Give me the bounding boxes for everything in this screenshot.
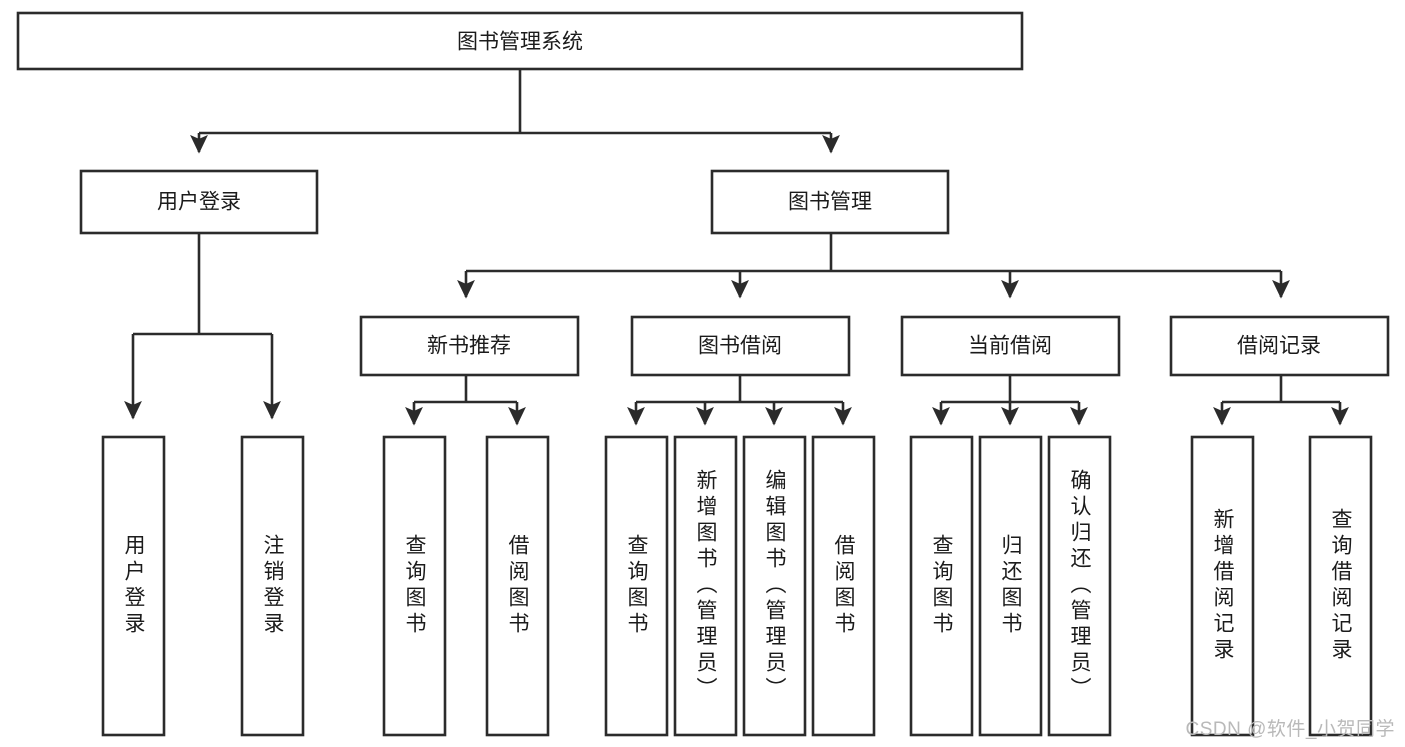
node-leaf-user-logout[interactable] <box>240 435 305 737</box>
connector-current-borrow-to-leaves <box>932 375 1088 426</box>
node-root-system-label: 图书管理系统 <box>457 31 583 54</box>
node-current-borrow[interactable]: 当前借阅 <box>900 315 1121 377</box>
node-book-borrow[interactable]: 图书借阅 <box>630 315 851 377</box>
node-leaf-add-book[interactable] <box>673 435 738 737</box>
node-leaf-borrow-book-1[interactable] <box>485 435 550 737</box>
node-user-login[interactable]: 用户登录 <box>79 169 319 235</box>
connector-book-management-to-level3 <box>457 233 1290 299</box>
node-borrow-record-label: 借阅记录 <box>1237 335 1321 358</box>
node-leaf-user-login[interactable] <box>101 435 166 737</box>
connector-user-login-to-leaves <box>124 233 281 420</box>
node-leaf-query-book-1[interactable] <box>382 435 447 737</box>
node-borrow-record[interactable]: 借阅记录 <box>1169 315 1390 377</box>
connector-borrow-record-to-leaves <box>1213 375 1349 426</box>
node-book-management[interactable]: 图书管理 <box>710 169 950 235</box>
leaf-boxes <box>101 435 1373 737</box>
node-leaf-add-record[interactable] <box>1190 435 1255 737</box>
node-leaf-query-book-3[interactable] <box>909 435 974 737</box>
node-leaf-query-record[interactable] <box>1308 435 1373 737</box>
node-root-system[interactable]: 图书管理系统 <box>16 11 1024 71</box>
connector-book-borrow-to-leaves <box>627 375 852 426</box>
node-book-management-label: 图书管理 <box>788 191 872 214</box>
node-current-borrow-label: 当前借阅 <box>968 335 1052 358</box>
node-leaf-edit-book[interactable] <box>742 435 807 737</box>
csdn-watermark: CSDN @软件_小贺同学 <box>1185 719 1395 740</box>
node-user-login-label: 用户登录 <box>157 191 241 214</box>
node-leaf-return-book[interactable] <box>978 435 1043 737</box>
node-new-book-recommend[interactable]: 新书推荐 <box>359 315 580 377</box>
connector-new-book-recommend-to-leaves <box>405 375 526 426</box>
node-book-borrow-label: 图书借阅 <box>698 335 782 358</box>
connector-root-to-level2 <box>190 69 840 154</box>
node-leaf-borrow-book-2[interactable] <box>811 435 876 737</box>
node-leaf-confirm-return[interactable] <box>1047 435 1112 737</box>
node-leaf-query-book-2[interactable] <box>604 435 669 737</box>
node-new-book-recommend-label: 新书推荐 <box>427 335 511 358</box>
